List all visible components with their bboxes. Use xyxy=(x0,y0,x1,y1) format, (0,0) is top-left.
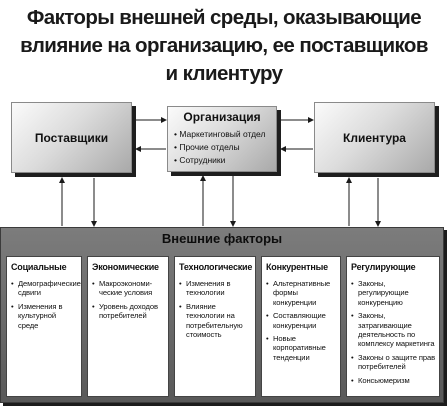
factor-item: Консьюмеризм xyxy=(351,376,436,386)
factor-item: Влияние технологии на потребительную сто… xyxy=(179,302,252,340)
factor-item: Новые корпоративные тенденции xyxy=(266,334,337,362)
factor-item: Макроэкономи-ческие условия xyxy=(92,279,165,298)
suppliers-box: Поставщики xyxy=(11,102,132,173)
factor-item: Законы о защите прав потребителей xyxy=(351,353,436,372)
diagram-title: Факторы внешней среды, оказывающие влиян… xyxy=(0,4,448,88)
organization-item: Сотрудники xyxy=(174,154,265,167)
factor-column-regulatory: Регулирующие Законы, регулирующие конкур… xyxy=(346,256,440,397)
external-factors-title: Внешние факторы xyxy=(161,231,283,246)
title-line-2: влияние на организацию, ее поставщиков xyxy=(20,34,428,57)
factor-item: Изменения в технологии xyxy=(179,279,252,298)
clients-box: Клиентура xyxy=(314,102,435,173)
factor-item: Законы, регулирующие конкуренцию xyxy=(351,279,436,307)
factor-item: Демографические сдвиги xyxy=(11,279,81,298)
organization-item: Маркетинговый отдел xyxy=(174,128,265,141)
factor-column-title: Социальные xyxy=(11,262,67,272)
factor-column-social: Социальные Демографические сдвиги Измене… xyxy=(6,256,82,397)
factor-column-title: Экономические xyxy=(92,262,159,272)
factor-column-competitive: Конкурентные Альтернативные формы конкур… xyxy=(261,256,341,397)
factor-item: Уровень доходов потребителей xyxy=(92,302,165,321)
factor-item: Составляющие конкуренции xyxy=(266,311,337,330)
factor-column-title: Технологические xyxy=(179,262,253,272)
factor-column-title: Конкурентные xyxy=(266,262,328,272)
factor-column-technological: Технологические Изменения в технологии В… xyxy=(174,256,256,397)
organization-box: Организация Маркетинговый отдел Прочие о… xyxy=(167,106,277,172)
title-line-3: и клиентуру xyxy=(165,62,284,85)
title-line-1: Факторы внешней среды, оказывающие xyxy=(26,6,422,29)
factor-column-title: Регулирующие xyxy=(351,262,416,272)
factor-item: Альтернативные формы конкуренции xyxy=(266,279,337,307)
organization-label: Организация xyxy=(183,110,261,124)
factor-column-economic: Экономические Макроэкономи-ческие услови… xyxy=(87,256,169,397)
clients-label: Клиентура xyxy=(343,131,406,145)
organization-list: Маркетинговый отдел Прочие отделы Сотруд… xyxy=(174,128,265,167)
factor-item: Изменения в культурной среде xyxy=(11,302,78,330)
organization-item: Прочие отделы xyxy=(174,141,265,154)
factor-item: Законы, затрагивающие деятельность по ко… xyxy=(351,311,436,349)
suppliers-label: Поставщики xyxy=(34,131,109,145)
